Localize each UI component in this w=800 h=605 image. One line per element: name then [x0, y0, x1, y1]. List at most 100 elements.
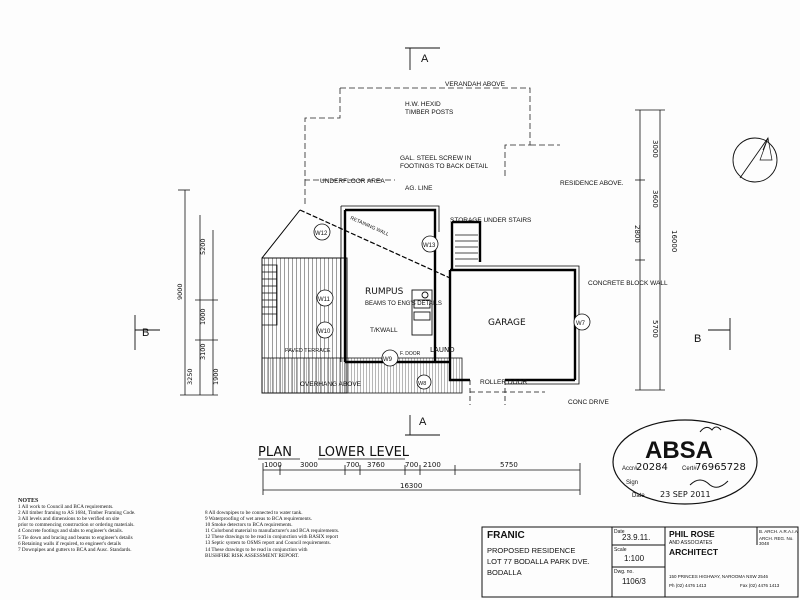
dim-left-1: 1000 [199, 308, 207, 325]
dim-bottom-total: 16300 [400, 482, 422, 490]
notes-right: 8 All downpipes to be connected to water… [205, 510, 339, 559]
plan-title: PLAN [258, 445, 292, 460]
drawing-date: 23.9.11. [622, 533, 651, 542]
window-tags [313, 223, 591, 390]
dim-bottom-2: 700 [346, 461, 359, 469]
architect-title: ARCHITECT [669, 547, 719, 557]
plan-level: LOWER LEVEL [318, 445, 410, 460]
window-tag-w10: W10 [318, 329, 331, 335]
note-line: 14 These drawings to be read in conjunct… [205, 546, 308, 553]
absa-logo: ABSA [645, 437, 713, 464]
project-locality: BODALLA [487, 568, 522, 577]
window-tag-w12: W12 [315, 231, 328, 237]
bottom-dimension-lines [262, 463, 581, 495]
dwg-label: Dwg. no. [614, 569, 634, 575]
drawing-number: 1106/3 [622, 577, 646, 586]
window-tag-w9: W9 [383, 357, 393, 363]
stamp-cert: 76965728 [695, 462, 746, 473]
note-line: 13 Septic system to OSMS report and Coun… [205, 540, 331, 547]
note-verandah-above: VERANDAH ABOVE [445, 81, 506, 88]
architect-assoc: AND ASSOCIATES [669, 540, 713, 546]
note-line: 4 Concrete footings and slabs to enginee… [18, 528, 123, 535]
window-tag-w8: W8 [418, 381, 426, 387]
notes-heading: NOTES [18, 498, 39, 504]
dim-bottom-0: 1000 [264, 461, 282, 469]
note-ag-line: AG. LINE [405, 185, 433, 192]
project-name: PROPOSED RESIDENCE [487, 546, 576, 555]
stamp-date: 23 SEP 2011 [660, 490, 711, 499]
note-overhang-above: OVERHANG ABOVE [300, 381, 362, 388]
stamp-sign-label: Sign [626, 480, 638, 486]
section-b-right-label: B [694, 333, 701, 345]
note-timber-posts: TIMBER POSTS [405, 109, 454, 116]
note-line: BUSHFIRE RISK ASSESSMENT REPORT. [205, 552, 300, 559]
note-line: 1 All work to Council and BCA requiremen… [18, 504, 114, 511]
note-line: 5 Tie down and bracing and beams to engi… [18, 534, 133, 541]
client-name: FRANIC [487, 530, 525, 541]
section-a-top [405, 47, 440, 436]
dim-right-2: 2800 [633, 225, 641, 243]
note-residence-above: RESIDENCE ABOVE. [560, 180, 624, 187]
walls [343, 208, 577, 382]
dim-right-total: 16000 [670, 230, 678, 252]
dim-left-2: 3100 [199, 343, 207, 360]
left-dimension-lines [178, 189, 218, 396]
window-tag-w13: W13 [423, 243, 436, 249]
stairs [455, 234, 478, 260]
stamp-accred: 20284 [636, 462, 668, 473]
note-f-door: F. DOOR [400, 351, 421, 357]
note-line: 11 Colorbond material to manufacturer's … [205, 528, 340, 535]
dim-left-4: 3250 [186, 368, 194, 385]
stamp-accred-label: Accr# [622, 466, 638, 472]
note-line: 2 All timber framing to AS 1684, Timber … [18, 510, 136, 517]
note-beams-eng: BEAMS TO ENG'S DETAILS [365, 301, 442, 307]
section-a-bottom-label: A [419, 416, 427, 428]
note-line: 8 All downpipes to be connected to water… [205, 510, 303, 516]
note-line: 12 These drawings to be read in conjunct… [205, 534, 339, 541]
note-concrete-block-wall: CONCRETE BLOCK WALL [588, 280, 668, 287]
section-a-top-label: A [421, 53, 429, 65]
note-line: prior to commencing construction or orde… [18, 522, 135, 529]
architect-name: PHIL ROSE [669, 529, 715, 539]
architect-fax: Fax (02) 4476 1413 [740, 583, 780, 588]
stamp-cert-label: Cert# [682, 466, 697, 472]
dim-bottom-3: 3760 [367, 461, 385, 469]
note-line: 6 Retaining walls if required, to engine… [18, 540, 121, 547]
note-line: 9 Waterproofing of wet areas to BCA requ… [205, 516, 312, 523]
note-footings-back: FOOTINGS TO BACK DETAIL [400, 163, 489, 170]
note-line: 10 Smoke detectors to BCA requirements. [205, 522, 293, 529]
dim-right-1: 3600 [651, 190, 659, 208]
architect-address: 150 PRINCES HIGHWAY, NAROOMA NSW 2546 [669, 574, 768, 579]
note-roller-door: ROLLER DOOR [480, 379, 528, 386]
project-lot: LOT 77 BODALLA PARK DVE. [487, 557, 590, 566]
absa-stamp [612, 419, 758, 505]
architect-quals: B. ARCH. A.R.A.I.A [759, 529, 798, 534]
dim-right-lower: 5700 [651, 320, 659, 338]
right-dimension-lines [635, 109, 665, 391]
architect-phone: Ph (02) 4476 1413 [669, 583, 707, 588]
room-garage: GARAGE [488, 318, 526, 328]
section-b-markers [134, 315, 731, 350]
dim-bottom-1: 3000 [300, 461, 318, 469]
dim-bottom-6: 5750 [500, 461, 518, 469]
dim-left-total: 9000 [176, 283, 184, 300]
dim-right-0: 3000 [651, 140, 659, 158]
date-label: Date [614, 529, 625, 535]
dim-left-0: 5200 [199, 238, 207, 255]
scale-label: Scale [614, 547, 627, 553]
note-line: 7 Downpipes and gutters to BCA and Ausc.… [18, 546, 132, 553]
dim-left-3: 1900 [212, 368, 220, 385]
notes-left: NOTES 1 All work to Council and BCA requ… [18, 498, 135, 553]
stamp-date-label: Date [632, 493, 645, 499]
external-stair [261, 264, 278, 326]
section-b-left-label: B [142, 327, 149, 339]
note-galv-steel: GAL. STEEL SCREW IN [400, 155, 472, 162]
window-tag-w11: W11 [318, 297, 331, 303]
drawing-scale: 1:100 [624, 554, 645, 563]
note-tkwall: T/KWALL [370, 327, 398, 334]
architect-reg: ARCH. REG. No. 3048 [759, 536, 794, 546]
laundry-fixtures [411, 289, 433, 336]
note-underfloor-area: UNDERFLOOR AREA [320, 178, 385, 185]
